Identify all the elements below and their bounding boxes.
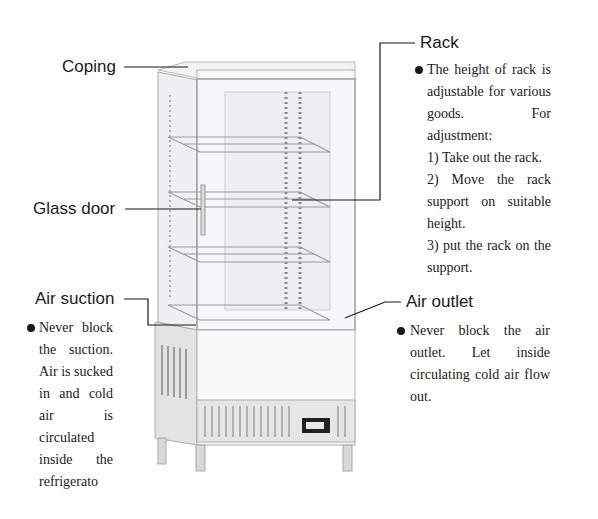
note-text: The height of rack is adjustable for var… xyxy=(427,59,551,147)
rack-support xyxy=(285,92,288,310)
leg xyxy=(158,438,166,464)
leader-line xyxy=(345,302,401,318)
base-front xyxy=(197,330,355,445)
bullet xyxy=(397,327,405,335)
bullet xyxy=(27,324,35,332)
display-panel xyxy=(302,418,330,433)
coping xyxy=(158,62,355,78)
coping-front xyxy=(197,70,355,79)
leader-line xyxy=(124,66,188,67)
door-handle xyxy=(201,185,205,235)
note-text: Never block the suction. Air is sucked i… xyxy=(39,317,113,493)
side-glass xyxy=(158,72,197,330)
note-text: Never block the air outlet. Let inside c… xyxy=(410,320,550,408)
part-name: Glass door xyxy=(33,199,115,219)
leader-line xyxy=(292,43,415,200)
front-glass xyxy=(197,79,355,330)
note-step: 2) Move the rack support on suitable hei… xyxy=(427,169,551,235)
grille-slots xyxy=(205,406,345,437)
side-vents xyxy=(162,345,186,399)
leader-lines xyxy=(124,43,415,325)
part-name: Air suction xyxy=(35,289,114,309)
note-step: 1) Take out the rack. xyxy=(427,147,551,169)
rack-support xyxy=(169,95,171,300)
shelves xyxy=(168,137,330,320)
leg xyxy=(343,445,352,471)
back-panel xyxy=(225,92,330,310)
leader-line xyxy=(125,208,201,209)
bullet xyxy=(415,66,423,74)
leg xyxy=(196,445,205,471)
part-name: Rack xyxy=(420,33,459,53)
note-step: 3) put the rack on the support. xyxy=(427,235,551,279)
rack-support xyxy=(299,92,302,310)
part-name: Coping xyxy=(62,57,116,77)
bottom-grille xyxy=(197,400,355,442)
display-digits xyxy=(306,422,324,429)
base-side xyxy=(155,322,197,445)
part-name: Air outlet xyxy=(406,292,473,312)
leader-line xyxy=(124,299,196,325)
